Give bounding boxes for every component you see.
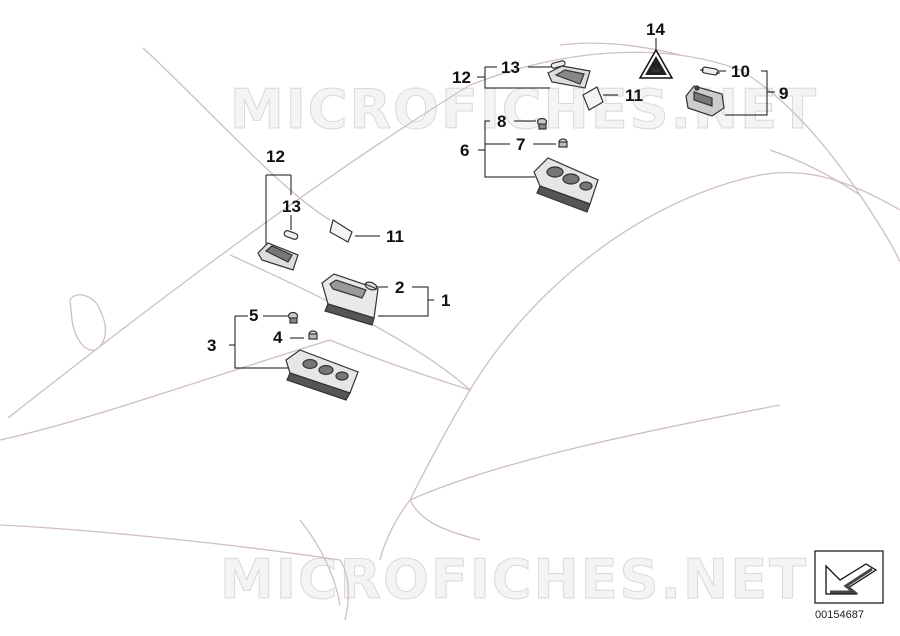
callout-8: 8 [497,112,507,131]
callout-1: 1 [441,291,451,310]
part-5-bulb [287,311,299,324]
callout-11-top: 11 [625,86,643,105]
leader-lines [229,38,775,369]
callout-14: 14 [646,20,665,39]
part-13-bulb-top [550,60,566,69]
callout-6: 6 [460,141,470,160]
document-number: 00154687 [815,609,864,621]
part-12-light-top [547,65,591,89]
callout-12-top: 12 [452,68,471,87]
part-11-lens-top [582,86,604,111]
arrow-direction-icon [814,550,884,604]
callout-7: 7 [516,135,526,154]
callout-12-left: 12 [266,147,285,166]
part-13-bulb-left [283,230,299,240]
part-12-light-left [257,242,299,271]
part-9-light-unit [685,85,725,117]
callout-2: 2 [395,278,405,297]
part-4-bulb [308,330,318,340]
svg-text:ᵇᵛᶜ: ᵇᵛᶜ [653,68,661,75]
callout-3: 3 [207,336,217,355]
part-11-lens-left [329,219,353,243]
part-14-warning-label: ᵇᵛᶜ [638,48,674,79]
part-3-reading-light [285,349,359,401]
part-1-interior-light [321,273,379,326]
part-7-bulb [558,138,568,148]
part-2-bulb [364,281,378,291]
callout-13-left: 13 [282,197,301,216]
callout-11-left: 11 [386,227,404,246]
part-10-bulb [700,66,720,76]
watermark-bottom: MICROFICHES.NET [220,548,808,612]
parts: ᵇᵛᶜ [257,48,725,401]
callout-13-top: 13 [501,58,520,77]
callout-10: 10 [731,62,750,81]
callout-9: 9 [779,84,789,103]
part-8-bulb [536,117,548,130]
callout-4: 4 [273,328,283,347]
car-outline [0,42,900,621]
part-6-reading-light [533,157,599,213]
callout-5: 5 [249,306,259,325]
